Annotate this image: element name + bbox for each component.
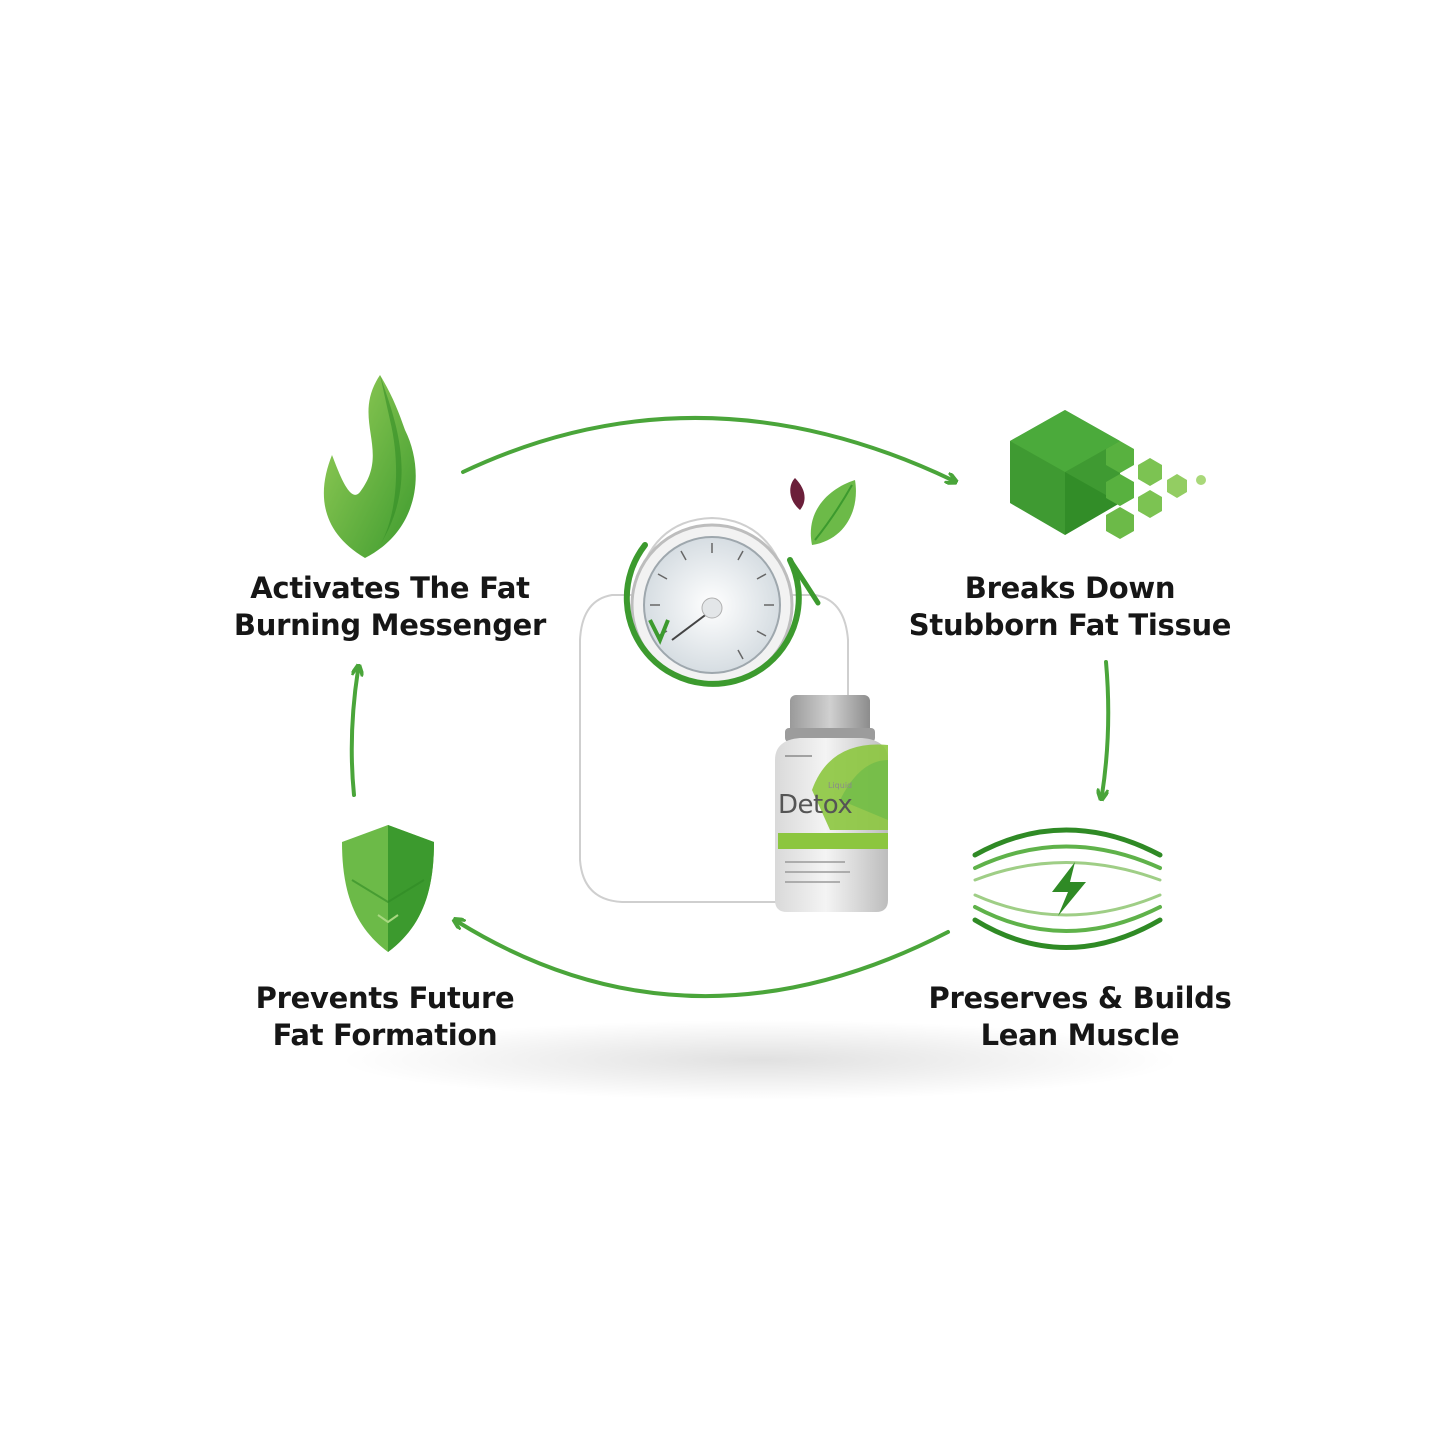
hexagon-cells-icon	[1010, 410, 1206, 539]
bottle-label-band	[778, 833, 888, 849]
step-label-preserves: Preserves & Builds Lean Muscle	[910, 980, 1250, 1054]
step-label-line: Burning Messenger	[233, 608, 547, 642]
cycle-arrows	[349, 415, 1111, 998]
step-label-activates: Activates The Fat Burning Messenger	[210, 570, 570, 644]
scale-green-arc	[623, 542, 802, 687]
step-label-line: Breaks Down	[964, 571, 1176, 605]
arrow-left	[349, 670, 358, 797]
step-label-line: Stubborn Fat Tissue	[908, 608, 1232, 642]
step-label-line: Prevents Future	[255, 981, 515, 1015]
muscle-lightning-icon	[972, 827, 1163, 950]
bottle-brand: Detox	[778, 790, 853, 820]
shield-icon	[342, 825, 434, 952]
step-label-breaks: Breaks Down Stubborn Fat Tissue	[900, 570, 1240, 644]
bottle-brand-small: Liquid	[828, 781, 853, 790]
bottle-cap	[790, 695, 870, 735]
arrow-bottom	[458, 922, 950, 998]
scale-ticks	[650, 543, 774, 660]
step-label-line: Fat Formation	[272, 1018, 498, 1052]
step-label-line: Lean Muscle	[980, 1018, 1180, 1052]
step-label-prevents: Prevents Future Fat Formation	[215, 980, 555, 1054]
flame-icon	[323, 375, 416, 558]
ground-shadow	[340, 1020, 1180, 1100]
supplement-bottle	[775, 695, 888, 912]
step-label-line: Preserves & Builds	[928, 981, 1232, 1015]
step-label-line: Activates The Fat	[250, 571, 530, 605]
arrow-top	[461, 415, 952, 480]
leaf-icon	[790, 478, 856, 545]
arrow-right	[1102, 660, 1111, 795]
